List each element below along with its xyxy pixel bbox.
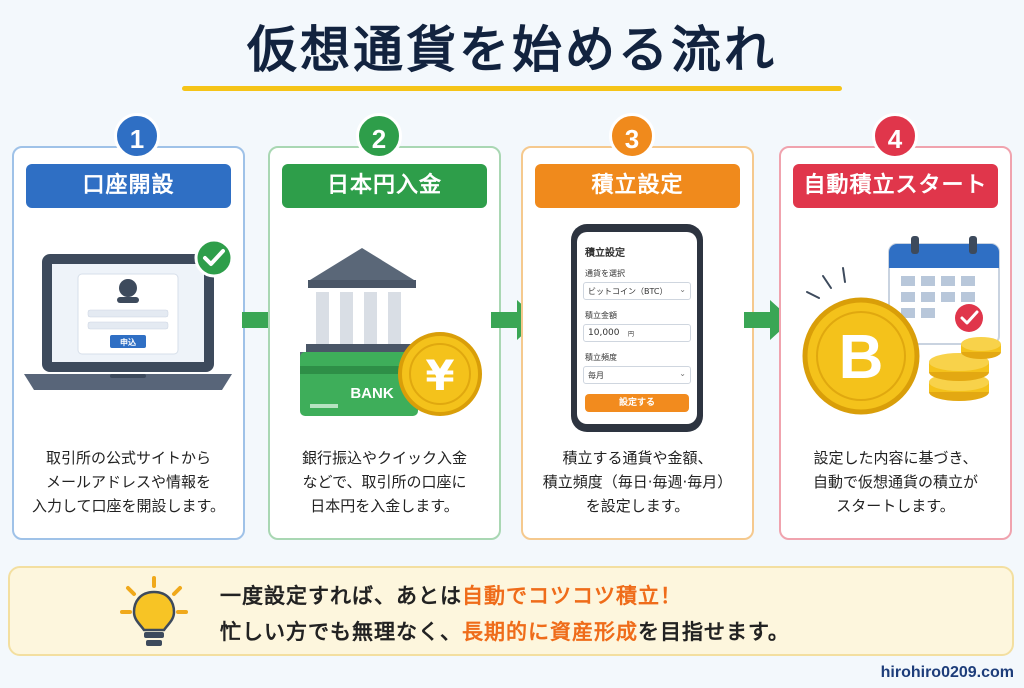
coin-stack-icon: [929, 337, 1001, 401]
apply-button: 申込: [120, 337, 136, 347]
step-3-card: 積立設定 積立設定 通貨を選択 ビットコイン（BTC） ⌄ 積立金額 10,00…: [521, 146, 754, 540]
tip-line-2: 忙しい方でも無理なく、長期的に資産形成を目指せます。: [220, 620, 790, 644]
step-1-card: 口座開設 申込 取引所の公式サイトから メールアドレスや情報を 入力して口座を開…: [12, 146, 245, 540]
bank-illustration: BANK ¥: [300, 248, 482, 416]
calendar-icon: [888, 236, 1000, 345]
bitcoin-coin-icon: B: [839, 323, 884, 392]
step-3-number: 3: [609, 113, 655, 159]
check-icon: [203, 249, 225, 266]
step-4-description: 設定した内容に基づき、 自動で仮想通貨の積立が スタートします。: [812, 449, 978, 515]
step-2-number: 2: [356, 113, 402, 159]
step-1-title: 口座開設: [26, 164, 231, 208]
step-3-description: 積立する通貨や金額、 積立頻度（毎日·毎週·毎月） を設定します。: [542, 449, 733, 515]
amount-label: 積立金額: [585, 311, 617, 320]
frequency-label: 積立頻度: [585, 353, 617, 362]
phone-screen: 積立設定 通貨を選択 ビットコイン（BTC） ⌄ 積立金額 10,000 円 積…: [577, 232, 697, 424]
tip-box: 一度設定すれば、あとは自動でコツコツ積立！ 忙しい方でも無理なく、長期的に資産形…: [8, 566, 1014, 656]
step-3-title: 積立設定: [535, 164, 740, 208]
page-title: 仮想通貨を始める流れ: [247, 21, 777, 79]
amount-input[interactable]: 10,000 円: [583, 324, 691, 342]
chevron-down-icon: ⌄: [679, 369, 686, 378]
step-4-card: 自動積立スタート: [779, 146, 1012, 540]
currency-label: 通貨を選択: [585, 269, 625, 278]
step-2-card: 日本円入金 BANK ¥ 銀行振込やクイック入金 などで、取引所の口座に 日本円…: [268, 146, 501, 540]
site-url: hirohiro0209.com: [880, 664, 1014, 681]
step-1-description: 取引所の公式サイトから メールアドレスや情報を 入力して口座を開設します。: [31, 449, 226, 515]
phone-title: 積立設定: [585, 248, 625, 259]
laptop-illustration: 申込: [24, 238, 234, 390]
lightbulb-icon: [120, 576, 188, 646]
title-underline: [182, 86, 842, 91]
step-4-title: 自動積立スタート: [793, 164, 998, 208]
frequency-select[interactable]: 毎月 ⌄: [583, 366, 691, 384]
yen-coin-icon: ¥: [425, 351, 454, 400]
step-4-number: 4: [872, 113, 918, 159]
phone-illustration: 積立設定 通貨を選択 ビットコイン（BTC） ⌄ 積立金額 10,000 円 積…: [571, 224, 703, 432]
bitcoin-calendar-illustration: B: [802, 236, 1001, 415]
submit-settings-button[interactable]: 設定する: [585, 394, 689, 412]
currency-select[interactable]: ビットコイン（BTC） ⌄: [583, 282, 691, 300]
step-2-description: 銀行振込やクイック入金 などで、取引所の口座に 日本円を入金します。: [301, 449, 467, 515]
tip-line-1: 一度設定すれば、あとは自動でコツコツ積立！: [220, 584, 682, 608]
bank-label: BANK: [350, 385, 393, 402]
step-2-title: 日本円入金: [282, 164, 487, 208]
chevron-down-icon: ⌄: [679, 285, 686, 294]
step-1-number: 1: [114, 113, 160, 159]
